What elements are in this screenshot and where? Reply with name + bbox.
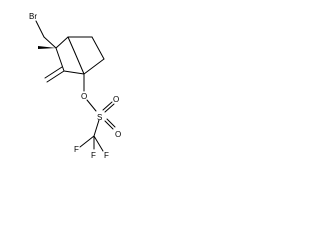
bond-c2-ch2-a xyxy=(46,70,65,83)
atom-label-f3: F xyxy=(104,151,109,160)
bond-ch2-c3 xyxy=(43,36,57,49)
bond-s-o-top-a xyxy=(102,101,113,111)
atom-label-o-top: O xyxy=(113,95,119,104)
bond-s-cf3 xyxy=(93,119,100,137)
atom-label-f1: F xyxy=(91,151,96,160)
bond-s-o-bottom-b xyxy=(106,118,116,128)
bond-c2-ch2-b xyxy=(44,66,63,79)
atom-label-s: S xyxy=(97,113,102,122)
bond-c-f3 xyxy=(93,135,104,152)
chemical-structure-diagram: Br O S O O F F F xyxy=(29,12,121,160)
bond-c5-c6 xyxy=(91,36,105,60)
bond-c7-c1 xyxy=(74,52,85,75)
bonds xyxy=(35,20,116,152)
atom-label-o-ester: O xyxy=(81,92,87,101)
atom-label-o-bottom: O xyxy=(115,130,121,139)
atom-label-f2: F xyxy=(74,145,79,154)
bond-o-s xyxy=(86,99,97,112)
bond-c-f2 xyxy=(79,135,95,148)
bond-c4-c7 xyxy=(67,36,76,54)
bond-c3-c4 xyxy=(55,36,69,49)
bond-s-o-bottom-a xyxy=(104,120,114,130)
bond-br-ch2 xyxy=(35,20,45,38)
bond-c1-c2 xyxy=(63,70,85,75)
bond-s-o-top-b xyxy=(104,103,115,113)
structure-canvas: Br O S O O F F F xyxy=(0,0,148,195)
bond-c2-c3 xyxy=(55,47,65,72)
bond-c6-c1 xyxy=(83,58,105,75)
atom-label-br: Br xyxy=(29,12,37,21)
methyl-wedge-bond xyxy=(38,46,56,49)
